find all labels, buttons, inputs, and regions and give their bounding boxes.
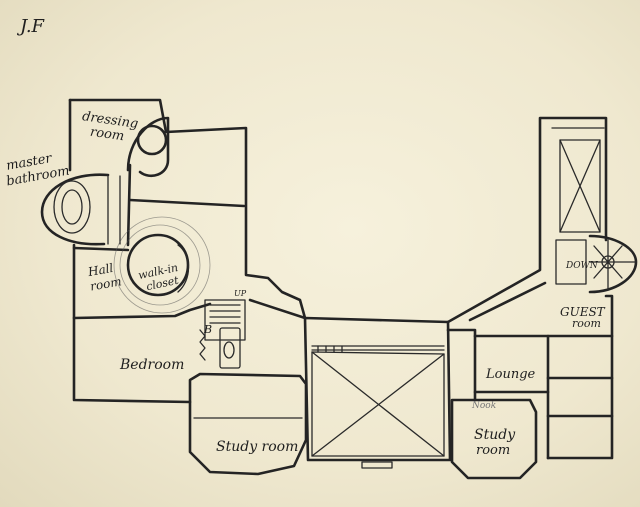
left-wing-walls: [68, 98, 307, 404]
master-bath-tub: [40, 173, 121, 246]
stair-mark-b: B: [204, 323, 213, 336]
signature-mark: J.F: [20, 16, 45, 37]
label-study-room-right-1: Study: [474, 427, 516, 443]
dressing-round-alcove: [136, 124, 168, 156]
walk-in-closet-round: [113, 216, 211, 314]
label-study-room-right-2: room: [476, 443, 511, 458]
label-guest-room-1: GUEST: [560, 305, 605, 319]
stair-mark-down: DOWN: [566, 261, 598, 271]
right-spiral-stair: [555, 234, 638, 294]
left-stairs: [199, 298, 307, 369]
dressing-curved-wall: [126, 116, 170, 177]
label-guest-room-2: room: [572, 317, 601, 330]
label-lounge: Lounge: [486, 367, 536, 382]
label-study-room-left: Study room: [216, 439, 299, 455]
central-hall: [303, 316, 452, 469]
right-wing-walls: [446, 116, 614, 460]
study-room-right-outline: [450, 398, 538, 480]
label-bedroom: Bedroom: [120, 357, 185, 373]
study-room-left-outline: [188, 372, 308, 476]
label-faint-note: Nook: [472, 401, 497, 411]
right-tall-void: [551, 127, 605, 233]
stair-mark-up: UP: [234, 289, 247, 298]
